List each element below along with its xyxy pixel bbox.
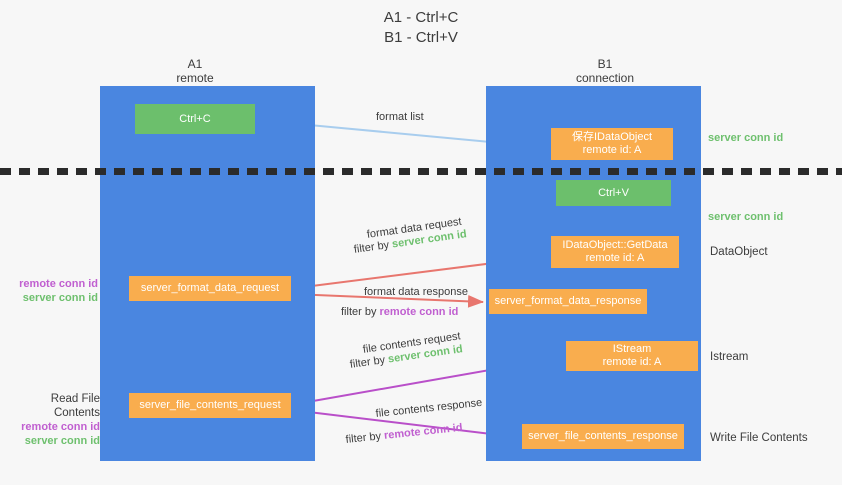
node-ctrl-c[interactable]: Ctrl+C	[135, 104, 255, 134]
edge-label-format-data-response: format data response	[364, 286, 468, 298]
node-istream[interactable]: IStream remote id: A	[566, 341, 698, 371]
note-read-file-contents: Read File Contents	[50, 393, 100, 419]
edge-label-format-list: format list	[376, 111, 424, 123]
note-server-conn-id: server conn id	[24, 435, 100, 447]
note-remote-conn-id: remote conn id	[19, 278, 98, 290]
phase-separator-dashed-line	[0, 168, 842, 175]
note-dataobject: DataObject	[710, 246, 768, 258]
note-server-conn-id-top: server conn id	[708, 131, 783, 145]
note-remote-conn-id: remote conn id	[21, 421, 100, 433]
arrow-file-contents-response	[291, 409, 517, 442]
node-server-file-contents-request[interactable]: server_file_contents_request	[129, 393, 291, 418]
node-server-file-contents-response[interactable]: server_file_contents_response	[522, 424, 684, 449]
node-idataobject[interactable]: 保存IDataObject remote id: A	[551, 128, 673, 160]
note-istream: Istream	[710, 351, 749, 363]
node-server-format-data-request[interactable]: server_format_data_request	[129, 276, 291, 301]
edge-label-format-data-response-filter: filter by remote conn id	[341, 305, 458, 320]
filter-prefix: filter by	[349, 353, 389, 371]
arrow-format-data-response	[291, 293, 484, 308]
node-server-format-data-response[interactable]: server_format_data_response	[489, 289, 647, 314]
note-text: server conn id	[708, 132, 784, 144]
filter-value-remote-conn-id: remote conn id	[379, 306, 459, 318]
page-title: A1 - Ctrl+C B1 - Ctrl+V	[383, 9, 459, 46]
note-read-file-contents-group: Read File Contents remote conn id server…	[10, 392, 100, 448]
note-text: server conn id	[708, 211, 784, 223]
filter-prefix: filter by	[353, 238, 393, 256]
note-write-file-contents: Write File Contents	[710, 432, 808, 444]
column-header-a1: A1 remote	[176, 57, 214, 85]
column-header-b1: B1 connection	[575, 57, 635, 85]
node-idataobject-getdata[interactable]: IDataObject::GetData remote id: A	[551, 236, 679, 268]
filter-prefix: filter by	[345, 429, 385, 446]
note-server-conn-id-mid: server conn id	[708, 210, 783, 224]
note-server-conn-id: server conn id	[22, 292, 98, 304]
filter-prefix: filter by	[341, 306, 380, 318]
node-ctrl-v[interactable]: Ctrl+V	[556, 180, 671, 206]
note-conn-ids-upper: remote conn id server conn id	[10, 277, 98, 305]
